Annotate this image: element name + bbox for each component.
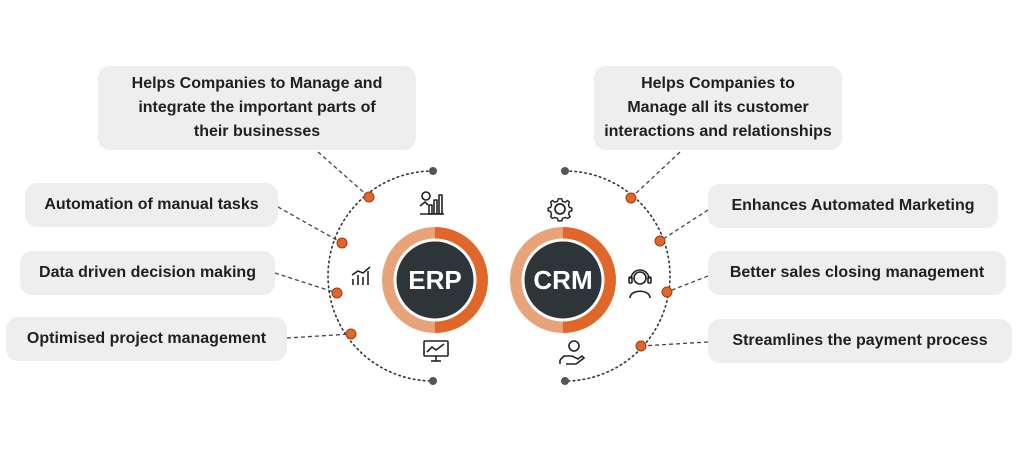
erp-box-2: Automation of manual tasks bbox=[25, 183, 278, 227]
erp-connector-dot-4 bbox=[345, 328, 357, 340]
crm-connector-dot-1 bbox=[625, 192, 637, 204]
erp-box-2-text: Automation of manual tasks bbox=[44, 196, 259, 213]
crm-box-4-text: Streamlines the payment process bbox=[732, 332, 988, 349]
crm-connector-dot-2 bbox=[654, 235, 666, 247]
crm-arc-end-dot-top bbox=[561, 167, 569, 175]
crm-box-1: Helps Companies to Manage all its custom… bbox=[594, 66, 842, 150]
erp-connector-dot-1 bbox=[363, 191, 375, 203]
crm-hub: CRM bbox=[510, 227, 616, 333]
crm-box-1-line-2: Manage all its customer bbox=[627, 99, 809, 116]
erp-connector-dot-3 bbox=[331, 287, 343, 299]
erp-arc-end-dot-bottom bbox=[429, 377, 437, 385]
crm-arc-end-dot-bottom bbox=[561, 377, 569, 385]
crm-box-1-line-3: interactions and relationships bbox=[604, 123, 832, 140]
erp-box-4: Optimised project management bbox=[6, 317, 287, 361]
crm-label: CRM bbox=[533, 265, 592, 295]
monitor-graph-icon bbox=[423, 340, 449, 362]
erp-connector-dot-2 bbox=[336, 237, 348, 249]
crm-connector-4 bbox=[640, 341, 709, 347]
erp-label: ERP bbox=[408, 265, 461, 295]
erp-hub: ERP bbox=[382, 227, 488, 333]
crm-connector-1 bbox=[630, 151, 681, 199]
erp-dotted-arc bbox=[327, 170, 434, 382]
crm-dotted-arc bbox=[564, 170, 671, 382]
erp-box-3-text: Data driven decision making bbox=[39, 264, 256, 281]
erp-box-1-line-1: Helps Companies to Manage and bbox=[131, 75, 383, 92]
support-agent-icon bbox=[628, 269, 652, 299]
erp-box-1-line-3: their businesses bbox=[193, 123, 321, 140]
analytics-chart-icon bbox=[419, 191, 444, 215]
erp-connector-1 bbox=[317, 151, 370, 198]
erp-connector-2 bbox=[277, 206, 343, 244]
crm-box-3-text: Better sales closing management bbox=[729, 264, 985, 281]
crm-connector-3 bbox=[666, 275, 709, 293]
crm-box-2-text: Enhances Automated Marketing bbox=[731, 197, 975, 214]
erp-box-1-line-2: integrate the important parts of bbox=[138, 99, 376, 116]
crm-connector-dot-3 bbox=[661, 286, 673, 298]
crm-box-3: Better sales closing management bbox=[708, 251, 1006, 295]
crm-connector-2 bbox=[659, 209, 709, 242]
crm-box-2: Enhances Automated Marketing bbox=[708, 184, 998, 228]
erp-arc-end-dot-top bbox=[429, 167, 437, 175]
erp-connector-3 bbox=[274, 272, 338, 294]
crm-box-4: Streamlines the payment process bbox=[708, 319, 1012, 363]
erp-connector-4 bbox=[286, 333, 352, 339]
erp-box-1: Helps Companies to Manage and integrate … bbox=[98, 66, 416, 150]
bar-chart-icon bbox=[351, 266, 371, 285]
hand-money-icon bbox=[559, 340, 586, 365]
erp-box-4-text: Optimised project management bbox=[26, 330, 267, 347]
crm-connector-dot-4 bbox=[635, 340, 647, 352]
erp-box-3: Data driven decision making bbox=[20, 251, 275, 295]
crm-box-1-line-1: Helps Companies to bbox=[641, 75, 795, 92]
gear-icon bbox=[547, 198, 573, 222]
